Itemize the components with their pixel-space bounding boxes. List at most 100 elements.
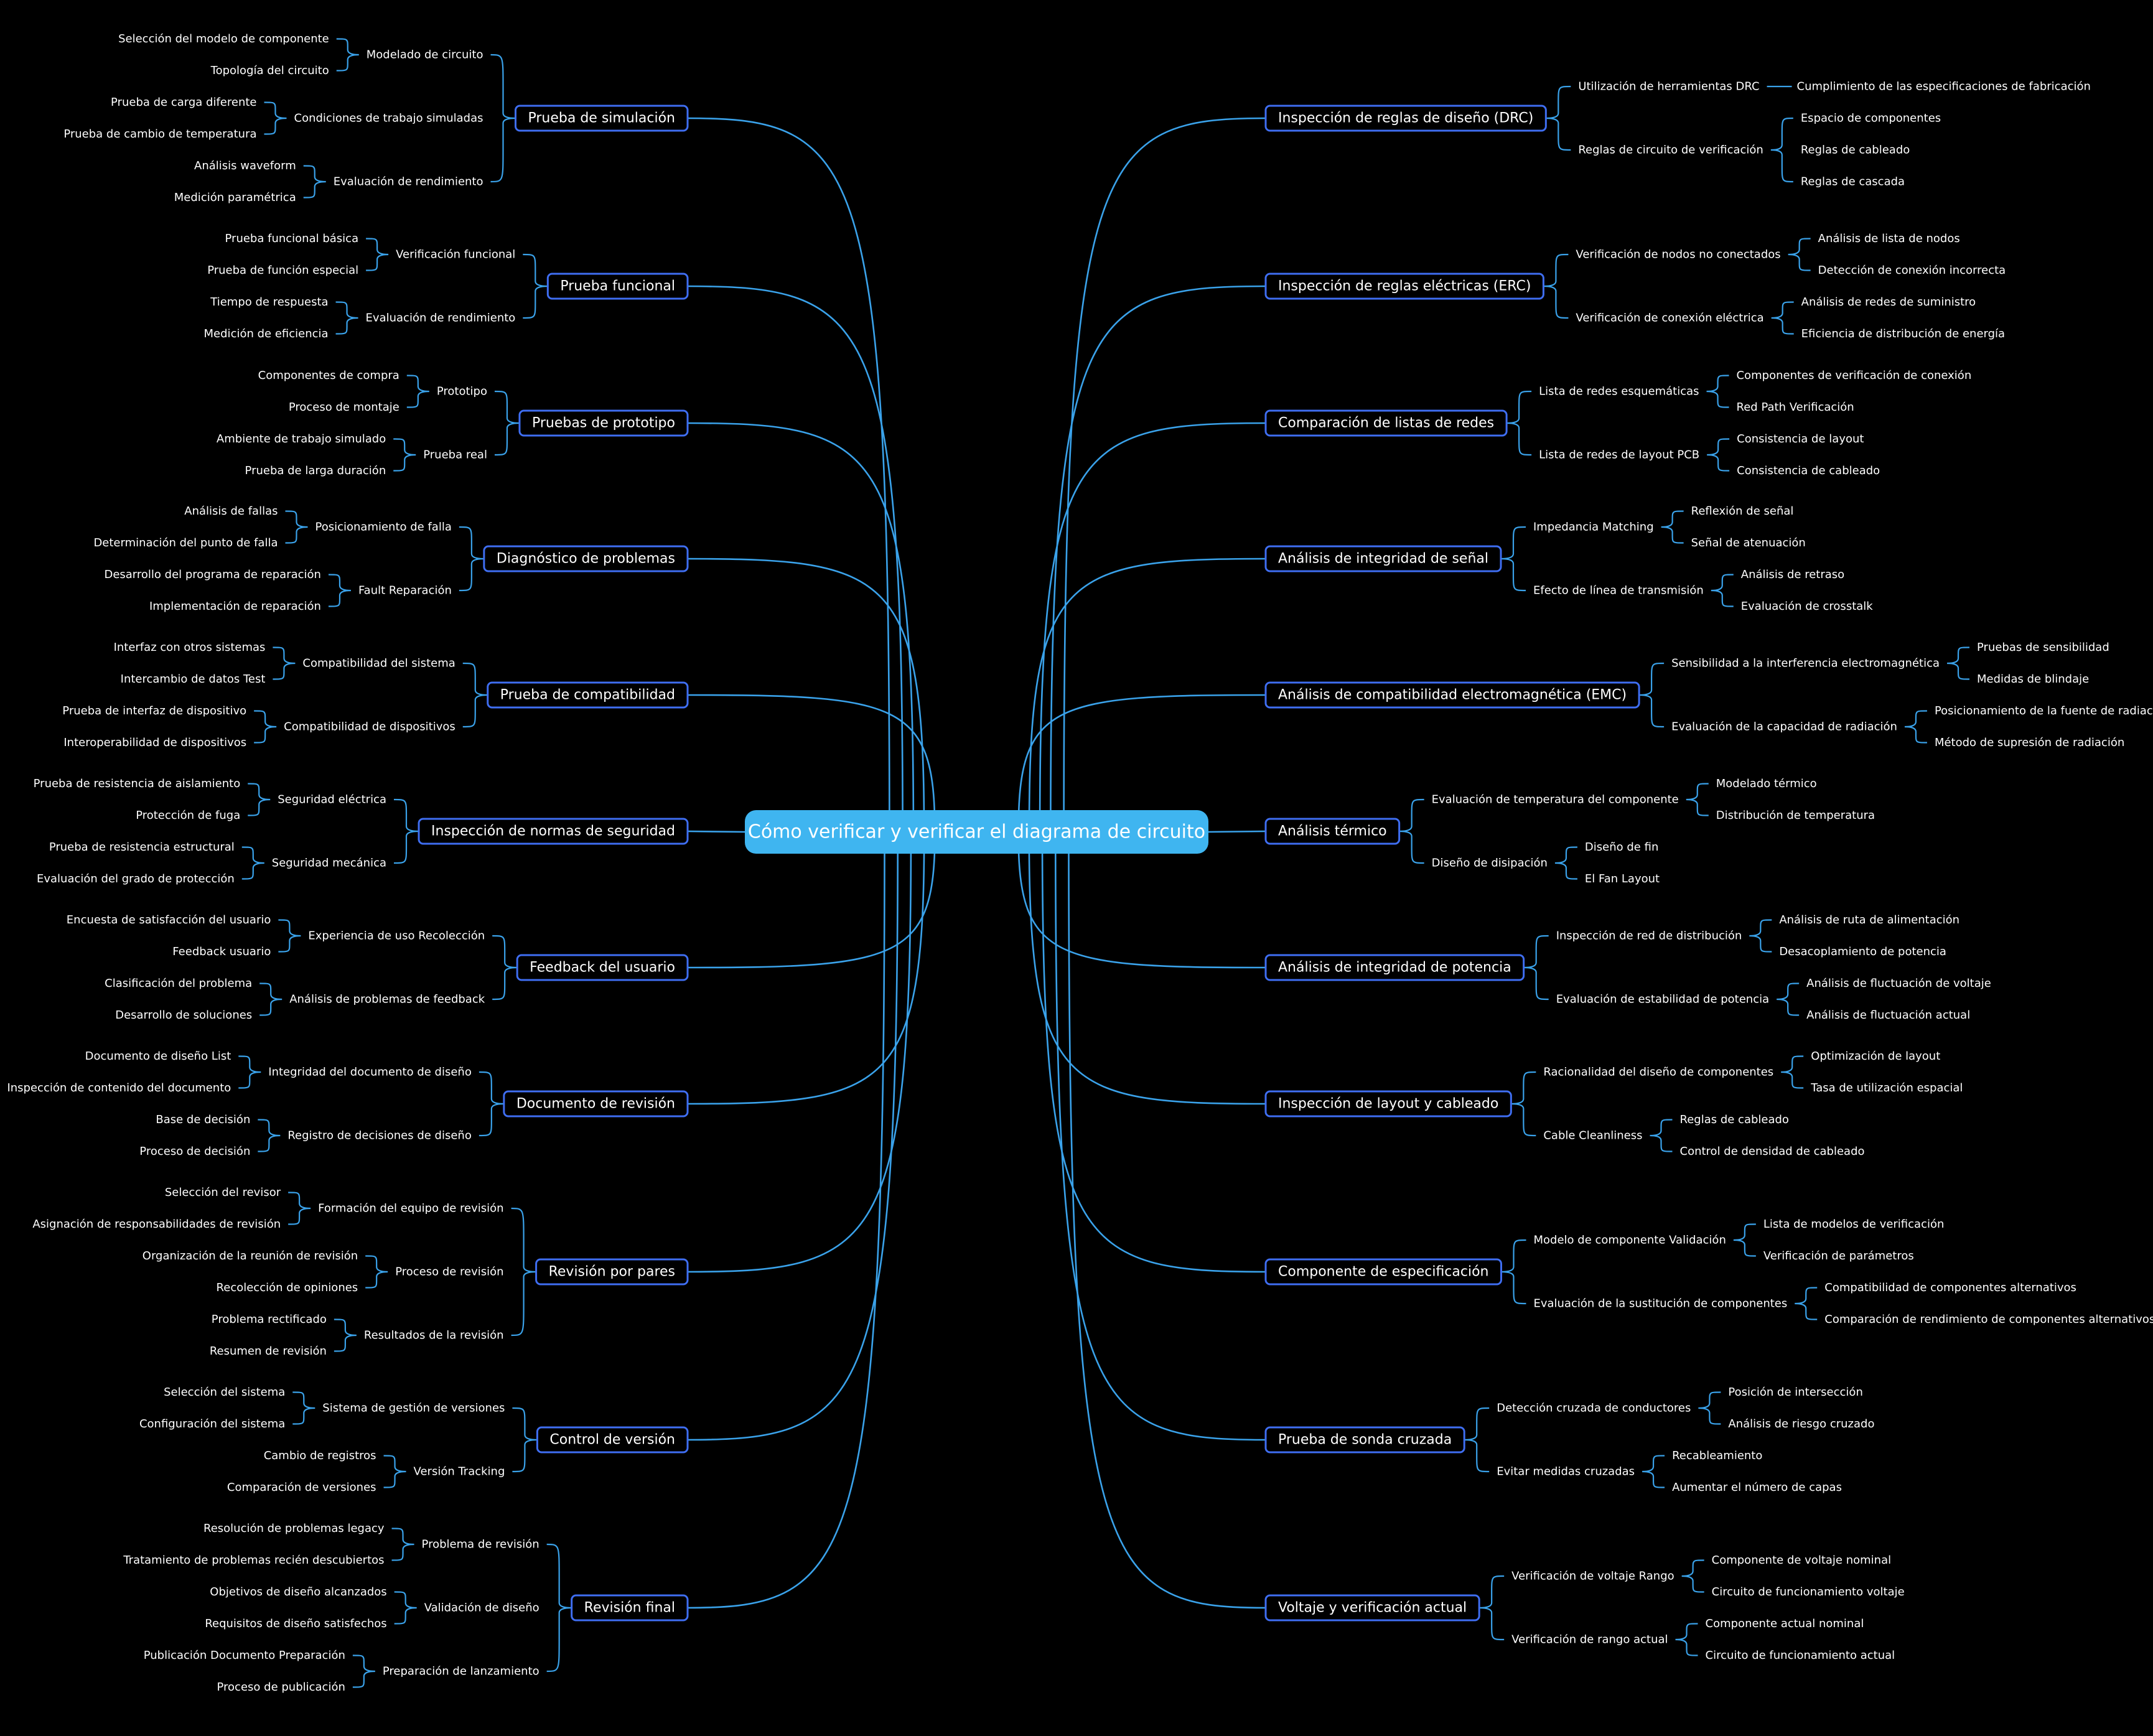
- leaf-node-label: Análisis de fallas: [184, 505, 278, 518]
- bracket-line: [288, 1192, 311, 1225]
- bracket-line: [1639, 662, 1665, 728]
- main-node-box[interactable]: [571, 1594, 689, 1622]
- leaf-node-label: Prueba de carga diferente: [111, 96, 256, 109]
- main-node-box[interactable]: [487, 681, 689, 709]
- sub-node-label: Lista de redes esquemáticas: [1539, 385, 1699, 398]
- sub-node-label: Experiencia de uso Recolección: [308, 930, 485, 943]
- sub-node-label: Seguridad mecánica: [272, 857, 386, 870]
- main-node-box[interactable]: [536, 1426, 689, 1454]
- leaf-node-label: Proceso de publicación: [217, 1681, 345, 1694]
- root-link: [687, 834, 899, 1441]
- main-node-box[interactable]: [483, 545, 689, 572]
- main-node-box[interactable]: [1264, 1426, 1465, 1454]
- bracket-line: [511, 1207, 536, 1337]
- main-node-box[interactable]: [418, 818, 689, 845]
- branch-right-7: Inspección de layout y cableadoRacionali…: [1264, 1050, 1963, 1158]
- main-node-box[interactable]: [1264, 409, 1508, 437]
- root-link: [687, 834, 885, 1609]
- root-link: [687, 285, 904, 829]
- sub-node-label: Verificación funcional: [396, 248, 515, 261]
- main-node-box[interactable]: [535, 1258, 689, 1286]
- main-node-box[interactable]: [1264, 681, 1640, 709]
- main-node-label: Inspección de reglas de diseño (DRC): [1278, 111, 1533, 126]
- leaf-node-label: Configuración del sistema: [139, 1417, 285, 1430]
- branch-right-1: Inspección de reglas eléctricas (ERC)Ver…: [1264, 232, 2006, 340]
- main-node-box[interactable]: [1264, 273, 1544, 300]
- bracket-line: [523, 253, 548, 319]
- sub-node-label: Posicionamiento de falla: [315, 521, 451, 534]
- leaf-node-label: Prueba funcional básica: [225, 232, 359, 245]
- main-node-box[interactable]: [1264, 1090, 1512, 1118]
- leaf-node-label: Publicación Documento Preparación: [144, 1649, 345, 1662]
- main-node-box[interactable]: [1264, 954, 1525, 981]
- leaf-node-label: Control de densidad de cableado: [1680, 1145, 1865, 1158]
- sub-node-label: Verificación de conexión eléctrica: [1576, 312, 1763, 325]
- bracket-line: [1642, 1455, 1665, 1488]
- bracket-line: [335, 301, 358, 335]
- main-node-box[interactable]: [546, 273, 689, 300]
- bracket-line: [238, 1055, 261, 1089]
- bracket-line: [1506, 390, 1532, 456]
- sub-node-label: Problema de revisión: [422, 1538, 539, 1551]
- sub-node-label: Condiciones de trabajo simuladas: [294, 112, 483, 125]
- bracket-line: [383, 1455, 406, 1488]
- bracket-line: [1686, 783, 1709, 816]
- root-node[interactable]: Cómo verificar y verificar el diagrama d…: [745, 810, 1208, 854]
- bracket-line: [546, 1543, 572, 1673]
- leaf-node-label: Análisis de redes de suministro: [1801, 296, 1976, 309]
- main-node-label: Análisis térmico: [1278, 824, 1387, 839]
- main-node-label: Feedback del usuario: [530, 960, 675, 976]
- leaf-node-label: Aumentar el número de capas: [1672, 1481, 1842, 1494]
- bracket-line: [264, 101, 287, 135]
- main-node-box[interactable]: [1264, 818, 1401, 845]
- leaf-node-label: Análisis de ruta de alimentación: [1779, 913, 1959, 926]
- root-link: [1050, 285, 1266, 829]
- leaf-node-label: Selección del revisor: [165, 1186, 281, 1199]
- bracket-line: [1523, 935, 1549, 1001]
- bracket-line: [1904, 710, 1927, 744]
- bracket-line: [394, 798, 419, 864]
- bracket-line: [1707, 438, 1730, 472]
- main-node-label: Revisión por pares: [549, 1264, 675, 1280]
- main-node-box[interactable]: [503, 1090, 689, 1118]
- bracket-line: [1698, 1391, 1721, 1425]
- bracket-line: [1947, 646, 1970, 680]
- root-link: [1039, 422, 1266, 829]
- main-node-box[interactable]: [1264, 1594, 1480, 1622]
- sub-node-label: Integridad del documento de diseño: [268, 1066, 472, 1079]
- sub-node-label: Verificación de rango actual: [1511, 1633, 1668, 1646]
- bracket-line: [479, 1071, 504, 1137]
- main-node-box[interactable]: [518, 409, 689, 437]
- sub-node-label: Evaluación de rendimiento: [334, 175, 483, 189]
- leaf-node-label: Lista de modelos de verificación: [1763, 1218, 1945, 1231]
- leaf-node-label: Desarrollo de soluciones: [115, 1009, 252, 1022]
- main-node-label: Inspección de normas de seguridad: [431, 824, 675, 839]
- main-node-label: Prueba de simulación: [528, 111, 676, 126]
- main-node-box[interactable]: [515, 105, 689, 132]
- root-link: [687, 834, 936, 969]
- main-node-box[interactable]: [1264, 545, 1502, 572]
- leaf-node-label: Comparación de versiones: [227, 1481, 376, 1494]
- main-node-box[interactable]: [1264, 1258, 1502, 1286]
- leaf-node-label: Determinación del punto de falla: [93, 536, 278, 549]
- leaf-node-label: Prueba de resistencia de aislamiento: [34, 777, 241, 790]
- main-node-box[interactable]: [1264, 105, 1547, 132]
- main-node-box[interactable]: [516, 954, 689, 981]
- leaf-node-label: Proceso de decisión: [139, 1145, 250, 1158]
- sub-node-label: Modelo de componente Validación: [1534, 1234, 1726, 1247]
- bracket-line: [406, 375, 429, 408]
- leaf-node-label: Protección de fuga: [136, 809, 240, 822]
- main-node-label: Análisis de compatibilidad electromagnét…: [1278, 688, 1627, 703]
- bracket-line: [248, 783, 271, 816]
- leaf-node-label: Recolección de opiniones: [217, 1281, 358, 1294]
- sub-node-label: Compatibilidad del sistema: [302, 657, 455, 670]
- leaf-node-label: Método de supresión de radiación: [1935, 736, 2124, 749]
- sub-node-label: Detección cruzada de conductores: [1497, 1402, 1691, 1415]
- main-node-label: Análisis de integridad de potencia: [1278, 960, 1511, 976]
- leaf-node-label: Distribución de temperatura: [1716, 809, 1875, 822]
